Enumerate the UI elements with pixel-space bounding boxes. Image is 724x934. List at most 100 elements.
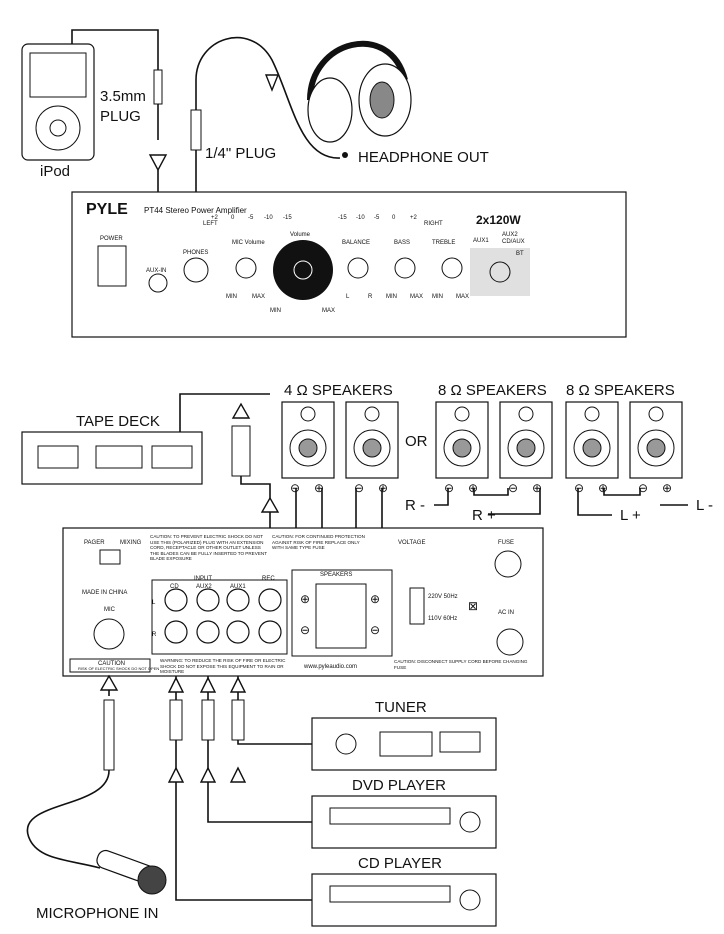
speaker-cabinet: ⊖⊕ — [565, 401, 619, 495]
vu-scale-tick: -15 — [338, 215, 347, 221]
r-plus-label: R + — [472, 507, 496, 524]
left-vu-label: LEFT — [203, 221, 218, 227]
vu-scale-tick: -5 — [374, 215, 380, 221]
voltage-220-label: 220V 50Hz — [428, 594, 458, 600]
rca-jack[interactable] — [226, 588, 250, 612]
rca-jack[interactable] — [164, 620, 188, 644]
arrow-up-icon — [229, 676, 247, 693]
terminal-plus-icon: ⊕ — [378, 481, 388, 495]
input-label: INPUT — [194, 576, 212, 582]
cd-aux-front-label: CD/AUX — [502, 239, 525, 245]
r-minus-label: R - — [405, 497, 425, 514]
terminal-minus-icon: ⊖ — [508, 481, 518, 495]
terminal-plus-icon: ⊕ — [468, 481, 478, 495]
ac-in-label: AC IN — [498, 610, 514, 616]
arrow-up-icon — [229, 766, 247, 783]
mic-volume-label: MIC Volume — [232, 240, 265, 246]
dvd-player-label: DVD PLAYER — [352, 777, 446, 794]
aux-in-jack[interactable] — [148, 273, 168, 293]
dvd-player-device — [311, 795, 497, 849]
max-label: MAX — [252, 294, 265, 300]
power-label: POWER — [100, 236, 123, 242]
tape-deck-cable — [179, 393, 270, 432]
mic-input-jack[interactable] — [93, 618, 125, 650]
headphones-icon — [307, 40, 412, 158]
power-button[interactable] — [97, 245, 127, 287]
caution-right-text: CAUTION: DISCONNECT SUPPLY CORD BEFORE C… — [394, 659, 528, 670]
terminal-minus-icon: ⊖ — [638, 481, 648, 495]
rca-jack[interactable] — [196, 588, 220, 612]
voltage-110-label: 110V 60Hz — [428, 616, 457, 622]
terminal-minus-icon: ⊖ — [354, 481, 364, 495]
l-plus-label: L + — [620, 507, 641, 524]
mic-volume-knob[interactable] — [235, 257, 257, 279]
rca-jack[interactable] — [226, 620, 250, 644]
caution-box — [69, 658, 151, 673]
max-label: MAX — [410, 294, 423, 300]
treble-knob[interactable] — [441, 257, 463, 279]
tuner-label: TUNER — [375, 699, 427, 716]
l-minus-label: L - — [696, 497, 713, 514]
speaker-group: ⊖⊕⊖⊕⊖⊕⊖⊕⊖⊕⊖⊕ — [281, 401, 683, 495]
min-label: MIN — [270, 308, 281, 314]
fuse-holder[interactable] — [494, 550, 522, 578]
speakers-8ohm-label-b: 8 Ω SPEAKERS — [566, 382, 675, 399]
terminal-minus-icon: ⊖ — [444, 481, 454, 495]
cd-input-label: CD — [170, 584, 179, 590]
source-select-knob[interactable] — [489, 261, 511, 283]
power-rating-label: 2x120W — [476, 213, 521, 227]
vu-scale-tick: 0 — [392, 215, 396, 221]
speaker-cabinet: ⊖⊕ — [629, 401, 683, 495]
balance-label: BALANCE — [342, 240, 370, 246]
cd-player-device — [311, 873, 497, 927]
speakers-8ohm-label-a: 8 Ω SPEAKERS — [438, 382, 547, 399]
volume-knob[interactable] — [273, 240, 333, 300]
rca-jack[interactable] — [258, 620, 282, 644]
arrow-down-icon — [264, 74, 280, 92]
max-label: MAX — [456, 294, 469, 300]
bass-knob[interactable] — [394, 257, 416, 279]
balance-knob[interactable] — [347, 257, 369, 279]
bt-front-label: BT — [516, 251, 524, 257]
vu-scale-tick: -5 — [248, 215, 254, 221]
ac-in-socket[interactable] — [496, 628, 524, 656]
tuner-device — [311, 717, 497, 771]
headphone-out-label: HEADPHONE OUT — [358, 149, 489, 166]
rca-cable — [175, 676, 312, 901]
website-label: www.pyleaudio.com — [303, 664, 357, 670]
voltage-switch[interactable] — [409, 587, 425, 625]
rca-jack[interactable] — [258, 588, 282, 612]
phones-jack[interactable] — [183, 257, 209, 283]
rec-cable — [240, 476, 271, 570]
warning-text: WARNING: TO REDUCE THE RISK OF FIRE OR E… — [160, 658, 285, 674]
rca-jack[interactable] — [196, 620, 220, 644]
terminal-plus-icon: ⊕ — [300, 592, 310, 606]
or-label: OR — [405, 433, 428, 450]
terminal-plus-icon: ⊕ — [314, 481, 324, 495]
vu-scale-tick: -10 — [264, 215, 273, 221]
cd-player-label: CD PLAYER — [358, 855, 442, 872]
mic-rear-label: MIC — [104, 607, 116, 613]
terminal-plus-icon: ⊕ — [662, 481, 672, 495]
aux2-input-label: AUX2 — [196, 584, 212, 590]
rca-plug-icon — [201, 699, 215, 741]
1-4-inch-plug-icon — [103, 699, 115, 771]
arrow-up-icon — [260, 496, 280, 513]
rca-jack[interactable] — [164, 588, 188, 612]
balance-l-label: L — [346, 294, 350, 300]
arrow-up-icon — [167, 676, 185, 693]
vu-scale-tick: +2 — [211, 215, 219, 221]
mixing-label: MIXING — [120, 540, 142, 546]
pager-label: PAGER — [84, 540, 105, 546]
source-cables — [167, 676, 312, 901]
terminal-minus-icon: ⊖ — [370, 623, 380, 637]
aux2-front-label: AUX2 — [502, 232, 518, 238]
vu-scale-tick: +2 — [410, 215, 418, 221]
aux1-input-label: AUX1 — [230, 584, 246, 590]
pager-mixing-switch[interactable] — [99, 549, 121, 565]
min-label: MIN — [432, 294, 443, 300]
min-label: MIN — [386, 294, 397, 300]
speaker-terminal-block[interactable] — [315, 583, 367, 649]
